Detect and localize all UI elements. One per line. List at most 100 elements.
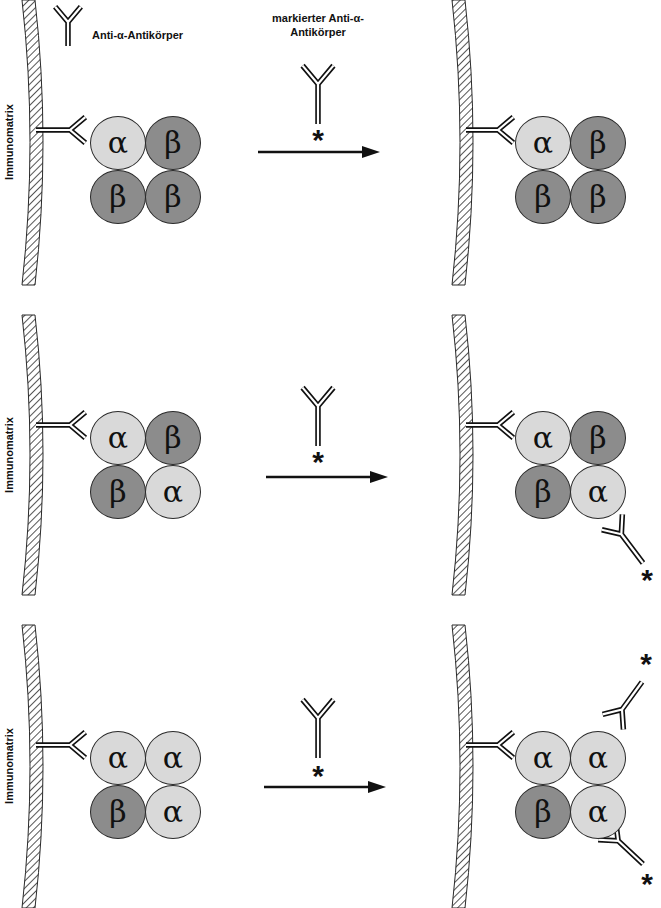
subunit-circle: α: [90, 116, 146, 170]
label-marker: *: [640, 649, 652, 679]
subunit-label: β: [107, 475, 128, 509]
antibody-outline: [36, 732, 85, 758]
subunit-label: α: [586, 475, 610, 509]
subunit-label: β: [532, 475, 553, 509]
antibody-outline: [466, 732, 513, 758]
antibody-label: Anti-α-Antikörper: [92, 29, 183, 41]
subunit-circle: α: [145, 785, 201, 839]
subunit-label: α: [531, 126, 555, 160]
subunit-circle: β: [90, 170, 146, 224]
subunit-circle: α: [515, 411, 571, 465]
matrix-label: Immunomatrix: [3, 104, 15, 180]
subunit-label: α: [586, 795, 610, 829]
antibody: [55, 7, 81, 46]
subunit-label: α: [531, 741, 555, 775]
subunit-label: β: [532, 795, 553, 829]
antibody-core: [602, 514, 653, 570]
antibody-core: [466, 732, 513, 758]
subunit-label: α: [161, 795, 185, 829]
antibody-core: [36, 412, 85, 438]
antibody-core: [303, 388, 334, 446]
matrix-label: Immunomatrix: [3, 728, 15, 804]
immunomatrix-band: [452, 0, 473, 285]
subunit-label: β: [162, 126, 183, 160]
antibody-core: [466, 117, 513, 143]
subunit-circle: β: [145, 170, 201, 224]
antibody-core: [303, 66, 334, 124]
antibody-outline: [36, 117, 85, 143]
subunit-circle: α: [90, 411, 146, 465]
reaction-arrow: [264, 781, 386, 793]
antibody: [36, 732, 85, 758]
antibodies: [36, 7, 653, 874]
subunit-circle: β: [90, 785, 146, 839]
arrow-head: [368, 781, 386, 793]
antibody-outline: [466, 117, 513, 143]
antibody-outline: [55, 7, 81, 46]
antibody-outline: [36, 412, 85, 438]
immunomatrix-band: [452, 625, 473, 908]
matrix-bands: [22, 0, 473, 908]
subunit-circle: α: [145, 465, 201, 519]
subunit-circle: β: [515, 170, 571, 224]
subunit-circle: β: [145, 116, 201, 170]
label-marker: *: [641, 869, 653, 899]
antibody-outline: [303, 700, 334, 758]
immunomatrix-band: [22, 625, 43, 908]
subunit-label: α: [161, 741, 185, 775]
arrow-head: [362, 146, 380, 158]
subunit-circle: β: [90, 465, 146, 519]
subunit-label: β: [532, 180, 553, 214]
antibody-core: [603, 674, 653, 729]
antibody: [603, 674, 653, 729]
antibody-core: [36, 732, 85, 758]
subunit-label: β: [587, 180, 608, 214]
subunit-circle: α: [515, 116, 571, 170]
antibody: [36, 412, 85, 438]
arrow-head: [370, 471, 388, 483]
antibody: [466, 412, 513, 438]
antibody: [466, 732, 513, 758]
subunit-label: α: [106, 126, 130, 160]
antibody: [303, 388, 334, 446]
label-marker: *: [312, 761, 324, 791]
antibody-outline: [603, 674, 653, 729]
subunit-circle: β: [570, 116, 626, 170]
antibody-core: [36, 117, 85, 143]
antibody-core: [303, 700, 334, 758]
subunit-label: β: [587, 126, 608, 160]
reaction-arrows: [258, 146, 388, 793]
subunit-label: α: [106, 421, 130, 455]
subunit-circle: α: [570, 731, 626, 785]
subunit-label: α: [161, 475, 185, 509]
subunit-circle: α: [515, 731, 571, 785]
subunit-label: α: [531, 421, 555, 455]
subunit-circle: β: [515, 465, 571, 519]
subunit-label: β: [107, 180, 128, 214]
label-marker: *: [312, 447, 324, 477]
antibody: [303, 66, 334, 124]
immunomatrix-band: [22, 0, 43, 285]
antibody-core: [55, 7, 81, 46]
label-marker: *: [641, 565, 653, 595]
antibody-label: markierter Anti-α-Antikörper: [262, 12, 374, 40]
immunomatrix-band: [22, 315, 43, 595]
antibody: [466, 117, 513, 143]
antibody: [36, 117, 85, 143]
subunit-circle: β: [570, 411, 626, 465]
subunit-label: β: [587, 421, 608, 455]
subunit-circle: β: [145, 411, 201, 465]
antibody: [303, 700, 334, 758]
antibody: [602, 514, 653, 570]
subunit-label: α: [106, 741, 130, 775]
reaction-arrow: [266, 471, 388, 483]
antibody-outline: [303, 388, 334, 446]
subunit-circle: α: [145, 731, 201, 785]
subunit-label: β: [162, 421, 183, 455]
arrow-shaft: [258, 151, 366, 154]
subunit-circle: β: [515, 785, 571, 839]
subunit-label: α: [586, 741, 610, 775]
matrix-label: Immunomatrix: [3, 417, 15, 493]
immunomatrix-band: [452, 315, 473, 595]
